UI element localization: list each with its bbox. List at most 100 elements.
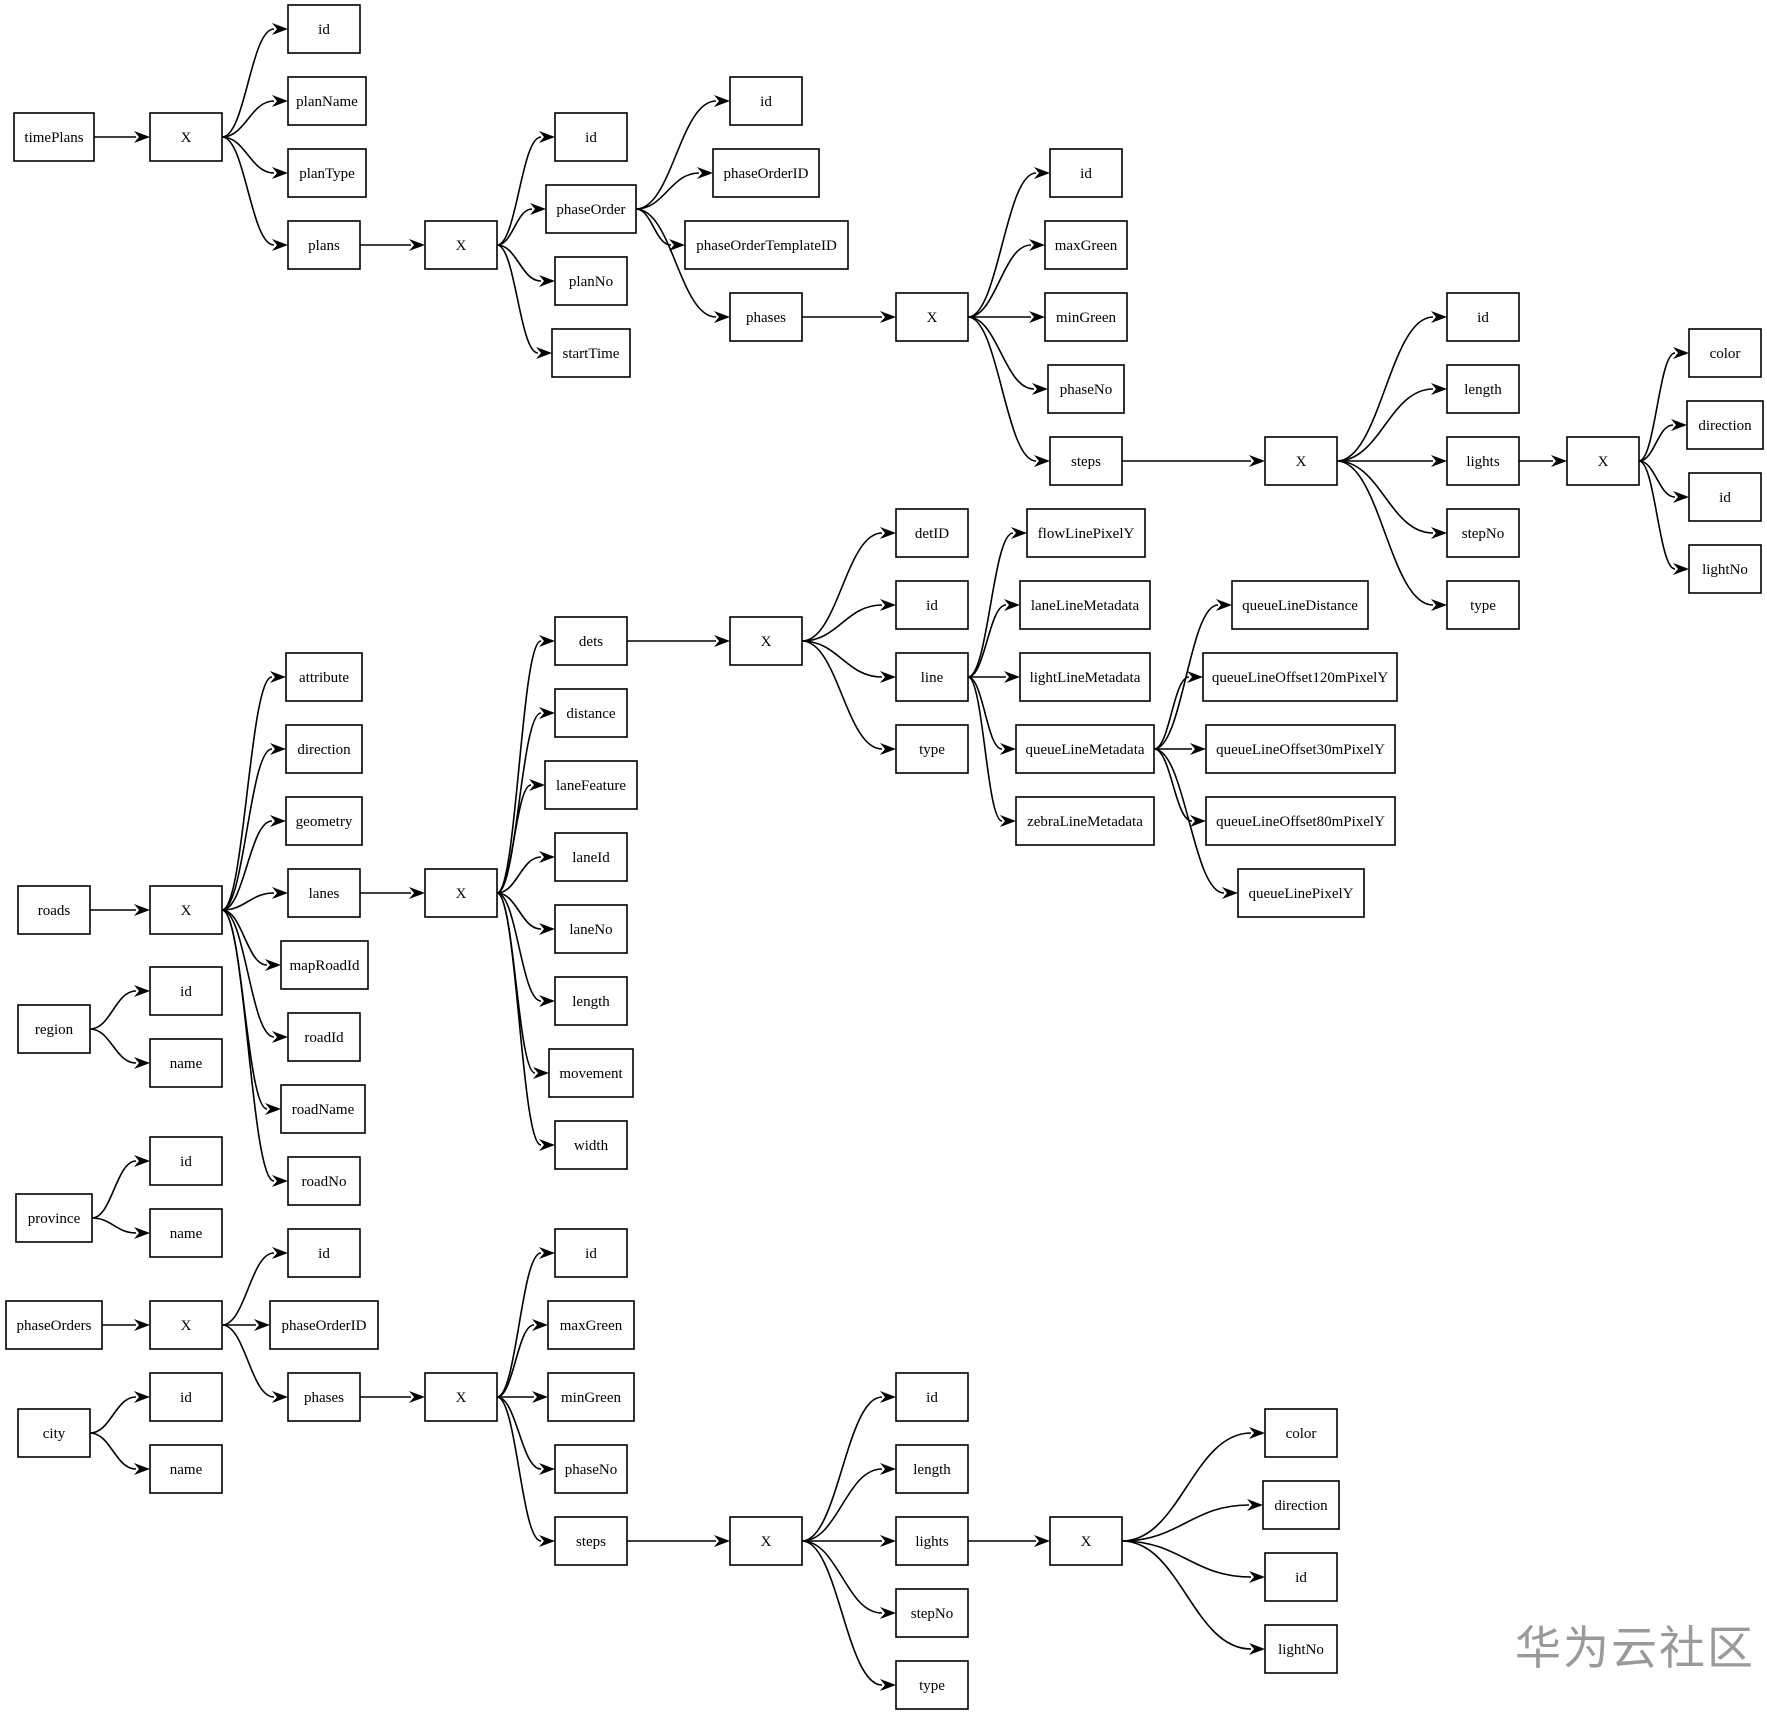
node-box bbox=[1566, 436, 1640, 486]
node-label: queueLinePixelY bbox=[1249, 886, 1354, 902]
node-label: movement bbox=[559, 1066, 623, 1082]
node-label: phaseNo bbox=[565, 1462, 618, 1478]
arrowhead-icon bbox=[1673, 347, 1689, 359]
node-d-det-id: detID bbox=[895, 508, 969, 558]
node-xl: X bbox=[424, 868, 498, 918]
node-box bbox=[895, 292, 969, 342]
edge-x4-to-st-lights bbox=[1337, 455, 1447, 467]
edges-layer bbox=[89, 23, 1689, 1691]
edge-x1-to-tp-plan-type bbox=[221, 136, 288, 179]
node-label: queueLineMetadata bbox=[1025, 742, 1144, 758]
arrowhead-icon bbox=[1431, 383, 1447, 395]
node-label: X bbox=[1598, 454, 1609, 470]
edge-tp-to-x1 bbox=[93, 131, 150, 143]
node-box bbox=[895, 652, 969, 702]
node-box bbox=[1049, 148, 1123, 198]
arrowhead-icon bbox=[134, 1227, 150, 1239]
node-li-direction: direction bbox=[1686, 400, 1764, 450]
edge-xl-to-l-movement bbox=[496, 892, 549, 1079]
node-label: maxGreen bbox=[560, 1318, 623, 1334]
node-box bbox=[285, 652, 363, 702]
node-label: name bbox=[170, 1462, 203, 1478]
node-pl-start-time: startTime bbox=[551, 328, 631, 378]
node-rg-name: name bbox=[149, 1038, 223, 1088]
arrowhead-icon bbox=[1249, 455, 1265, 467]
arrowhead-icon bbox=[1187, 671, 1203, 683]
edge-xr-to-r-direction bbox=[221, 743, 286, 911]
node-li2-color: color bbox=[1264, 1408, 1338, 1458]
node-r-lanes: lanes bbox=[287, 868, 361, 918]
node-ph-min-green: minGreen bbox=[1044, 292, 1128, 342]
node-label: id bbox=[585, 1246, 597, 1262]
arrowhead-icon bbox=[1004, 599, 1020, 611]
node-region: region bbox=[17, 1004, 91, 1054]
node-label: city bbox=[43, 1426, 66, 1442]
edge-d-line-to-ln-flow bbox=[967, 527, 1027, 678]
edge-x5-to-li-direction bbox=[1638, 419, 1687, 462]
node-label: X bbox=[1296, 454, 1307, 470]
node-ln-light: lightLineMetadata bbox=[1019, 652, 1151, 702]
node-box bbox=[424, 1372, 498, 1422]
arrowhead-icon bbox=[272, 1247, 288, 1259]
node-ph2-max-green: maxGreen bbox=[547, 1300, 635, 1350]
edge-pl-phase-order-to-po-id bbox=[635, 95, 730, 210]
node-label: direction bbox=[1274, 1498, 1328, 1514]
arrowhead-icon bbox=[265, 1103, 281, 1115]
arrowhead-icon bbox=[272, 239, 288, 251]
node-label: lights bbox=[1466, 454, 1500, 470]
arrowhead-icon bbox=[714, 95, 730, 107]
node-q-dist: queueLineDistance bbox=[1231, 580, 1369, 630]
arrowhead-icon bbox=[272, 95, 288, 107]
node-label: lightLineMetadata bbox=[1030, 670, 1141, 686]
arrowhead-icon bbox=[1190, 743, 1206, 755]
node-r-road-no: roadNo bbox=[287, 1156, 361, 1206]
edge-x2-to-pl-start-time bbox=[496, 244, 552, 359]
node-box bbox=[285, 796, 363, 846]
arrowhead-icon bbox=[539, 1247, 555, 1259]
arrowhead-icon bbox=[409, 887, 425, 899]
edge-province-to-pv-id bbox=[91, 1155, 150, 1219]
edge-x2-to-pl-id bbox=[496, 131, 555, 246]
edge-x1-to-tp-plan-name bbox=[221, 95, 288, 138]
node-pos-phase-order-id: phaseOrderID bbox=[269, 1300, 379, 1350]
arrowhead-icon bbox=[1029, 239, 1045, 251]
arrowhead-icon bbox=[539, 923, 555, 935]
edge-roads-to-xr bbox=[89, 904, 150, 916]
node-box bbox=[424, 868, 498, 918]
edge-xs-to-st2-length bbox=[801, 1463, 896, 1542]
node-pl-phase-order: phaseOrder bbox=[545, 184, 637, 234]
node-l-width: width bbox=[554, 1120, 628, 1170]
node-box bbox=[895, 1444, 969, 1494]
node-box bbox=[547, 1300, 635, 1350]
arrowhead-icon bbox=[409, 239, 425, 251]
node-ph2-id: id bbox=[554, 1228, 628, 1278]
edge-x4-to-st-step-no bbox=[1336, 460, 1447, 539]
arrowhead-icon bbox=[272, 1175, 288, 1187]
node-box bbox=[287, 76, 367, 126]
edge-x3-to-ph-max-green bbox=[967, 239, 1045, 318]
edge-xl-to-l-length bbox=[496, 892, 555, 1007]
node-box bbox=[895, 580, 969, 630]
node-label: minGreen bbox=[561, 1390, 621, 1406]
node-box bbox=[269, 1300, 379, 1350]
node-d-line: line bbox=[895, 652, 969, 702]
node-li2-light-no: lightNo bbox=[1264, 1624, 1338, 1674]
node-label: color bbox=[1286, 1426, 1317, 1442]
node-box bbox=[1688, 472, 1762, 522]
node-r-road-name: roadName bbox=[280, 1084, 366, 1134]
edge-x5-to-li-light-no bbox=[1638, 460, 1689, 575]
edge-pl-phase-order-to-po-phases bbox=[635, 208, 730, 323]
node-box bbox=[149, 1372, 223, 1422]
node-label: name bbox=[170, 1226, 203, 1242]
node-label: id bbox=[1080, 166, 1092, 182]
node-label: region bbox=[35, 1022, 74, 1038]
node-l-dets: dets bbox=[554, 616, 628, 666]
edge-pl-phase-order-to-po-phase-order-id bbox=[635, 167, 713, 210]
node-st-length: length bbox=[1446, 364, 1520, 414]
node-d-id: id bbox=[895, 580, 969, 630]
node-ph2-steps: steps bbox=[554, 1516, 628, 1566]
arrowhead-icon bbox=[1249, 1571, 1265, 1583]
node-box bbox=[554, 1516, 628, 1566]
node-box bbox=[287, 220, 361, 270]
